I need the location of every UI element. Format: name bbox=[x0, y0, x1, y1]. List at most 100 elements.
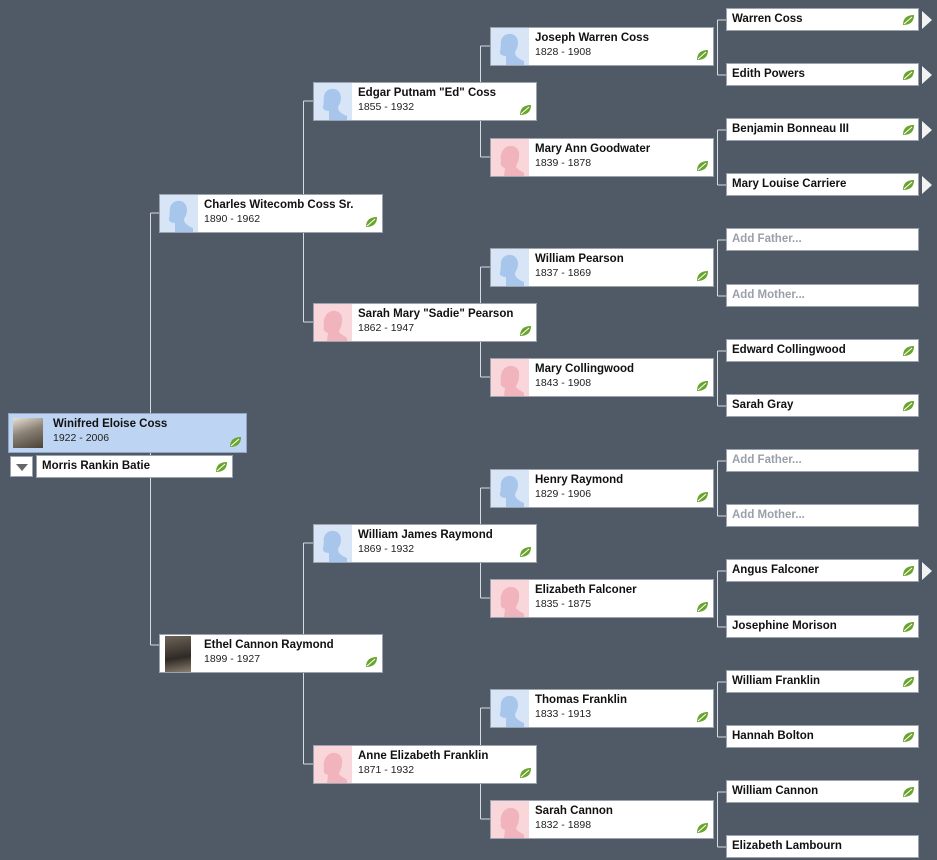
ancestor-small-card[interactable]: William Cannon bbox=[726, 780, 919, 803]
leaf-icon[interactable] bbox=[902, 621, 915, 633]
leaf-icon[interactable] bbox=[696, 270, 709, 282]
ancestor-small-card[interactable]: William Franklin bbox=[726, 670, 919, 693]
add-father-button[interactable]: Add Father... bbox=[726, 449, 919, 472]
person-name: Benjamin Bonneau III bbox=[732, 123, 849, 135]
mother-card[interactable]: Ethel Cannon Raymond 1899 - 1927 bbox=[159, 634, 383, 673]
person-dates: 1835 - 1875 bbox=[535, 598, 592, 610]
person-name: Charles Witecomb Coss Sr. bbox=[204, 199, 354, 211]
person-dates: 1855 - 1932 bbox=[358, 101, 415, 113]
ancestor-card[interactable]: William James Raymond 1869 - 1932 bbox=[313, 524, 537, 563]
leaf-icon[interactable] bbox=[519, 325, 532, 337]
person-silhouette-icon bbox=[160, 195, 198, 232]
arrow-right-icon[interactable] bbox=[922, 11, 932, 29]
leaf-icon[interactable] bbox=[902, 345, 915, 357]
ancestor-card[interactable]: Sarah Cannon 1832 - 1898 bbox=[490, 800, 714, 839]
ancestor-small-card[interactable]: Warren Coss bbox=[726, 8, 919, 31]
spouse-toggle-button[interactable] bbox=[10, 456, 33, 477]
leaf-icon[interactable] bbox=[696, 160, 709, 172]
leaf-icon[interactable] bbox=[902, 400, 915, 412]
person-name: Hannah Bolton bbox=[732, 730, 814, 742]
ancestor-card[interactable]: Henry Raymond 1829 - 1906 bbox=[490, 469, 714, 508]
person-name: Edward Collingwood bbox=[732, 344, 846, 356]
leaf-icon[interactable] bbox=[696, 491, 709, 503]
leaf-icon[interactable] bbox=[696, 380, 709, 392]
add-mother-button[interactable]: Add Mother... bbox=[726, 504, 919, 527]
person-name: Warren Coss bbox=[732, 13, 803, 25]
person-silhouette-icon bbox=[491, 580, 529, 617]
ancestor-small-card[interactable]: Benjamin Bonneau III bbox=[726, 118, 919, 141]
person-name: William Cannon bbox=[732, 785, 819, 797]
person-silhouette-icon bbox=[491, 470, 529, 507]
ancestor-small-card[interactable]: Elizabeth Lambourn bbox=[726, 835, 919, 858]
leaf-icon[interactable] bbox=[365, 216, 378, 228]
person-dates: 1899 - 1927 bbox=[204, 653, 261, 665]
person-name: Edith Powers bbox=[732, 68, 805, 80]
leaf-icon[interactable] bbox=[229, 436, 242, 448]
arrow-right-icon[interactable] bbox=[922, 176, 932, 194]
add-mother-label: Add Mother... bbox=[732, 509, 805, 521]
leaf-icon[interactable] bbox=[696, 711, 709, 723]
arrow-right-icon[interactable] bbox=[922, 562, 932, 580]
leaf-icon[interactable] bbox=[902, 786, 915, 798]
person-silhouette-icon bbox=[491, 801, 529, 838]
leaf-icon[interactable] bbox=[519, 104, 532, 116]
root-person-card[interactable]: Winifred Eloise Coss 1922 - 2006 bbox=[8, 413, 247, 453]
person-name: William Franklin bbox=[732, 675, 821, 687]
leaf-icon[interactable] bbox=[902, 731, 915, 743]
ancestor-card[interactable]: Mary Ann Goodwater 1839 - 1878 bbox=[490, 138, 714, 177]
leaf-icon[interactable] bbox=[902, 179, 915, 191]
ancestor-card[interactable]: Edgar Putnam "Ed" Coss 1855 - 1932 bbox=[313, 82, 537, 121]
person-name: Elizabeth Lambourn bbox=[732, 840, 842, 852]
ancestor-small-card[interactable]: Sarah Gray bbox=[726, 394, 919, 417]
arrow-right-icon[interactable] bbox=[922, 66, 932, 84]
ancestor-card[interactable]: Mary Collingwood 1843 - 1908 bbox=[490, 358, 714, 397]
leaf-icon[interactable] bbox=[902, 14, 915, 26]
leaf-icon[interactable] bbox=[215, 461, 228, 473]
leaf-icon[interactable] bbox=[696, 822, 709, 834]
leaf-icon[interactable] bbox=[696, 49, 709, 61]
arrow-right-icon[interactable] bbox=[922, 121, 932, 139]
father-card[interactable]: Charles Witecomb Coss Sr. 1890 - 1962 bbox=[159, 194, 383, 233]
person-name: Angus Falconer bbox=[732, 564, 819, 576]
ancestor-card[interactable]: Thomas Franklin 1833 - 1913 bbox=[490, 689, 714, 728]
person-name: Mary Louise Carriere bbox=[732, 178, 847, 190]
leaf-icon[interactable] bbox=[519, 546, 532, 558]
add-mother-button[interactable]: Add Mother... bbox=[726, 284, 919, 307]
person-silhouette-icon bbox=[314, 746, 352, 783]
person-dates: 1837 - 1869 bbox=[535, 267, 592, 279]
leaf-icon[interactable] bbox=[365, 656, 378, 668]
person-dates: 1869 - 1932 bbox=[358, 543, 415, 555]
ancestor-small-card[interactable]: Edward Collingwood bbox=[726, 339, 919, 362]
ancestor-small-card[interactable]: Mary Louise Carriere bbox=[726, 173, 919, 196]
ancestor-small-card[interactable]: Hannah Bolton bbox=[726, 725, 919, 748]
person-photo bbox=[13, 418, 43, 448]
person-name: Sarah Cannon bbox=[535, 805, 613, 817]
leaf-icon[interactable] bbox=[696, 601, 709, 613]
ancestor-card[interactable]: Sarah Mary "Sadie" Pearson 1862 - 1947 bbox=[313, 303, 537, 342]
add-mother-label: Add Mother... bbox=[732, 289, 805, 301]
ancestor-card[interactable]: William Pearson 1837 - 1869 bbox=[490, 248, 714, 287]
spouse-card[interactable]: Morris Rankin Batie bbox=[36, 455, 233, 478]
ancestor-card[interactable]: Joseph Warren Coss 1828 - 1908 bbox=[490, 27, 714, 66]
person-silhouette-icon bbox=[491, 28, 529, 65]
person-dates: 1922 - 2006 bbox=[53, 432, 110, 444]
leaf-icon[interactable] bbox=[519, 767, 532, 779]
ancestor-small-card[interactable]: Edith Powers bbox=[726, 63, 919, 86]
ancestor-card[interactable]: Anne Elizabeth Franklin 1871 - 1932 bbox=[313, 745, 537, 784]
leaf-icon[interactable] bbox=[902, 124, 915, 136]
person-dates: 1871 - 1932 bbox=[358, 764, 415, 776]
person-dates: 1843 - 1908 bbox=[535, 377, 592, 389]
ancestor-small-card[interactable]: Angus Falconer bbox=[726, 559, 919, 582]
add-father-button[interactable]: Add Father... bbox=[726, 228, 919, 251]
person-name: Josephine Morison bbox=[732, 620, 837, 632]
ancestor-card[interactable]: Elizabeth Falconer 1835 - 1875 bbox=[490, 579, 714, 618]
person-silhouette-icon bbox=[491, 139, 529, 176]
leaf-icon[interactable] bbox=[902, 69, 915, 81]
ancestor-small-card[interactable]: Josephine Morison bbox=[726, 615, 919, 638]
person-dates: 1828 - 1908 bbox=[535, 46, 592, 58]
chevron-down-icon bbox=[16, 464, 28, 471]
leaf-icon[interactable] bbox=[902, 565, 915, 577]
person-name: Ethel Cannon Raymond bbox=[204, 639, 334, 651]
person-silhouette-icon bbox=[314, 304, 352, 341]
leaf-icon[interactable] bbox=[902, 676, 915, 688]
